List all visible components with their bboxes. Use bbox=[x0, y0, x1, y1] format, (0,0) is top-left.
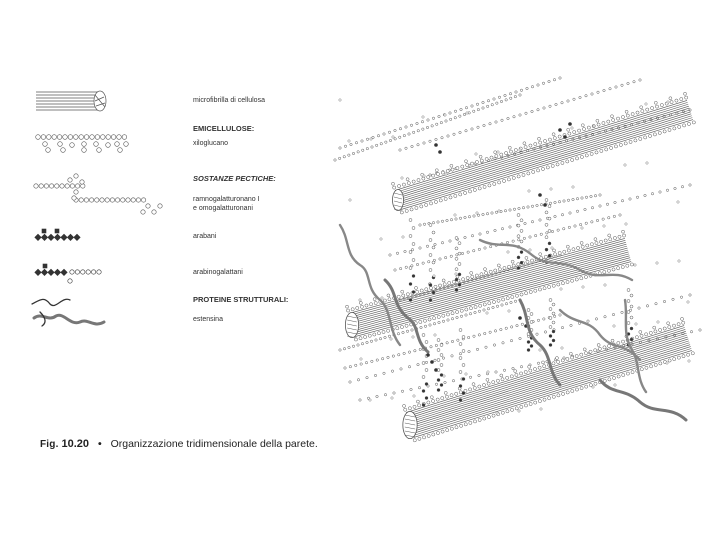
microfibril-1 bbox=[391, 92, 696, 215]
rhamnogalacturonan-icon bbox=[33, 173, 163, 215]
arabinogalactans-icon bbox=[34, 263, 102, 284]
legend-label-extensin: estensina bbox=[193, 316, 223, 323]
microfibril-3 bbox=[402, 317, 695, 443]
extensin-icon bbox=[31, 298, 106, 327]
arabans-icon bbox=[34, 228, 81, 241]
legend-label-arabinogalactans: arabinogalattani bbox=[193, 269, 243, 276]
legend-label-rhamnogalacturonan-1: ramnogalatturonano I bbox=[193, 196, 260, 203]
figure-number: 10.20 bbox=[61, 438, 90, 450]
legend-label-microfibril: microfibrilla di cellulosa bbox=[193, 97, 265, 104]
caption-bullet: • bbox=[97, 438, 102, 450]
legend-heading-structural-proteins: PROTEINE STRUTTURALI: bbox=[193, 295, 289, 304]
figure-caption: Fig. 10.20 • Organizzazione tridimension… bbox=[40, 438, 318, 450]
legend-heading-pectic: SOSTANZE PECTICHE: bbox=[193, 174, 276, 183]
microfibril-2 bbox=[344, 229, 634, 342]
legend-label-xyloglucan: xiloglucano bbox=[193, 140, 229, 147]
microfibril-icon bbox=[36, 90, 107, 112]
figure-label: Fig. bbox=[40, 439, 59, 450]
legend-label-arabans: arabani bbox=[193, 233, 217, 240]
legend-heading-hemicellulose: EMICELLULOSE: bbox=[193, 124, 255, 133]
legend-label-rhamnogalacturonan-2: e omogalatturonani bbox=[193, 205, 253, 212]
xyloglucan-icon bbox=[35, 134, 129, 153]
caption-text: Organizzazione tridimensionale della par… bbox=[110, 438, 318, 450]
